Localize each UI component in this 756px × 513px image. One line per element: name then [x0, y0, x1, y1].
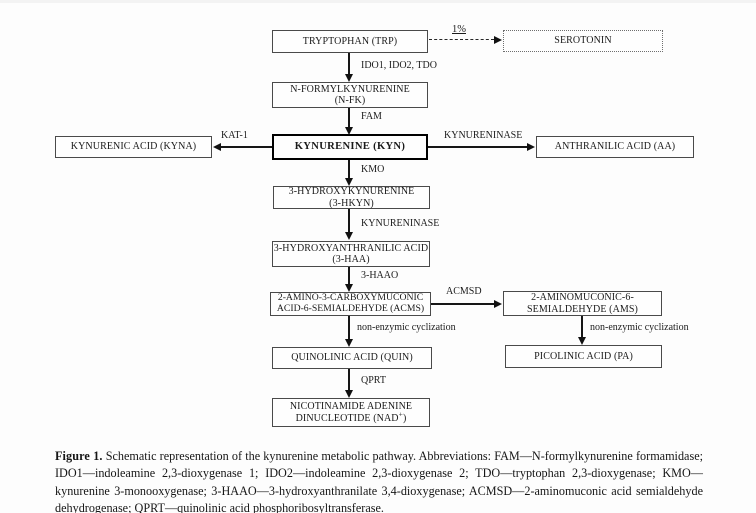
node-quinolinic-acid-label: QUINOLINIC ACID (QUIN): [291, 352, 413, 364]
node-anthranilic-acid-label: ANTHRANILIC ACID (AA): [554, 141, 676, 153]
arrow-acms-ams-head: [494, 299, 502, 308]
node-3-hydroxykynurenine-line1: 3-HYDROXYKYNURENINE: [288, 186, 415, 197]
arrow-quin-nad-head: [344, 390, 353, 398]
arrow-kyn-hkyn-head: [344, 178, 353, 186]
edge-label-non-enzymic-right: non-enzymic cyclization: [590, 322, 689, 333]
edge-label-kynureninase-right: KYNURENINASE: [444, 130, 523, 141]
edge-label-qprt: QPRT: [361, 375, 386, 386]
arrow-hkyn-haa-head: [344, 232, 353, 240]
edge-label-kat1: KAT-1: [221, 130, 248, 141]
node-tryptophan-label: TRYPTOPHAN (TRP): [302, 35, 398, 47]
node-kynurenic-acid: KYNURENIC ACID (KYNA): [55, 136, 212, 158]
node-nad-line2-pre: DINUCLEOTIDE (NAD: [295, 412, 399, 424]
node-n-formylkynurenine-line1: N-FORMYLKYNURENINE: [290, 83, 410, 95]
edge-label-kynureninase-middle: KYNURENINASE: [361, 218, 440, 229]
node-3-hydroxyanthranilic-acid-line2: (3-HAA): [332, 254, 370, 265]
edge-label-ido1-ido2-tdo: IDO1, IDO2, TDO: [361, 60, 437, 71]
node-tryptophan: TRYPTOPHAN (TRP): [272, 30, 428, 53]
node-3-hydroxykynurenine-line2: (3-HKYN): [329, 197, 374, 209]
node-3-hydroxykynurenine: 3-HYDROXYKYNURENINE (3-HKYN): [273, 186, 430, 209]
node-quinolinic-acid: QUINOLINIC ACID (QUIN): [272, 347, 432, 369]
node-kynurenine-label: KYNURENINE (KYN): [294, 141, 406, 153]
node-3-hydroxyanthranilic-acid-line1: 3-HYDROXYANTHRANILIC ACID: [273, 242, 429, 254]
figure-caption-text: Schematic representation of the kynureni…: [55, 449, 703, 513]
edge-label-fam: FAM: [361, 111, 382, 122]
edge-label-non-enzymic-left: non-enzymic cyclization: [357, 322, 456, 333]
figure-caption-number: Figure 1.: [55, 449, 103, 464]
arrow-trp-nfk-head: [344, 74, 353, 82]
node-kynurenine: KYNURENINE (KYN): [272, 134, 428, 160]
arrow-acms-quin-head: [344, 339, 353, 347]
scan-edge-artifact: [0, 0, 756, 3]
node-acms-line1: 2-AMINO-3-CARBOXYMUCONIC: [277, 292, 424, 304]
node-ams-line1: 2-AMINOMUCONIC-6-: [531, 292, 634, 303]
arrow-kyn-kyna-line: [221, 146, 272, 148]
node-serotonin-label: SEROTONIN: [554, 35, 612, 47]
node-nad-line2-post: ): [402, 412, 407, 424]
arrow-nfk-kyn-line: [348, 108, 350, 128]
arrow-hkyn-haa-line: [348, 209, 350, 233]
node-acms: 2-AMINO-3-CARBOXYMUCONIC ACID-6-SEMIALDE…: [270, 292, 431, 316]
arrow-ams-pa-head: [577, 337, 586, 345]
edge-label-acmsd: ACMSD: [446, 286, 482, 297]
arrow-kyn-aa-line: [428, 146, 527, 148]
node-nad-line2: DINUCLEOTIDE (NAD+): [295, 410, 407, 425]
node-acms-line2: ACID-6-SEMIALDEHYDE (ACMS): [276, 303, 425, 314]
node-3-hydroxyanthranilic-acid: 3-HYDROXYANTHRANILIC ACID (3-HAA): [272, 241, 430, 267]
arrow-kyn-aa-head: [527, 142, 535, 151]
arrow-nfk-kyn-head: [344, 127, 353, 135]
edge-label-one-percent: 1%: [452, 24, 466, 35]
edge-label-3haao: 3-HAAO: [361, 270, 399, 281]
node-picolinic-acid-label: PICOLINIC ACID (PA): [534, 350, 633, 362]
arrow-acms-ams-line: [431, 303, 494, 305]
node-serotonin: SEROTONIN: [503, 30, 663, 52]
arrow-trp-nfk-line: [348, 53, 350, 75]
arrow-quin-nad-line: [348, 369, 350, 390]
node-ams: 2-AMINOMUCONIC-6- SEMIALDEHYDE (AMS): [503, 291, 662, 316]
arrow-kyn-hkyn-line: [348, 160, 350, 179]
edge-label-kmo: KMO: [361, 164, 385, 175]
node-nad: NICOTINAMIDE ADENINE DINUCLEOTIDE (NAD+): [272, 398, 430, 427]
arrow-haa-acms-head: [344, 284, 353, 292]
node-n-formylkynurenine-line2: (N-FK): [334, 95, 366, 106]
arrow-kyn-kyna-head: [213, 142, 221, 151]
node-n-formylkynurenine: N-FORMYLKYNURENINE (N-FK): [272, 82, 428, 108]
arrow-ams-pa-line: [581, 316, 583, 337]
arrow-haa-acms-line: [348, 267, 350, 285]
node-kynurenic-acid-label: KYNURENIC ACID (KYNA): [70, 141, 197, 153]
node-ams-line2: SEMIALDEHYDE (AMS): [527, 303, 638, 315]
node-nad-line1: NICOTINAMIDE ADENINE: [289, 401, 413, 412]
arrow-acms-quin-line: [348, 316, 350, 339]
node-nad-superscript: +: [398, 409, 403, 419]
figure-caption: Figure 1. Schematic representation of th…: [55, 448, 703, 513]
arrow-trp-serotonin-line: [429, 39, 494, 40]
node-picolinic-acid: PICOLINIC ACID (PA): [505, 345, 662, 368]
arrow-trp-serotonin-head: [494, 35, 502, 44]
node-anthranilic-acid: ANTHRANILIC ACID (AA): [536, 136, 694, 158]
